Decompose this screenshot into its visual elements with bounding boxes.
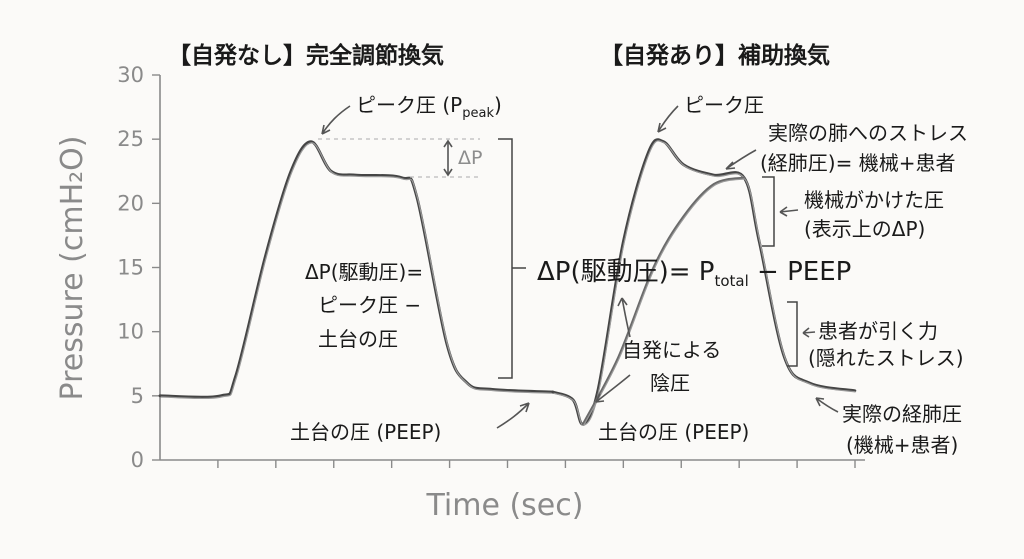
y-tick-label: 25 — [117, 127, 144, 151]
left-dp-line3: 土台の圧 — [318, 327, 398, 351]
left-peak-arrow — [321, 105, 351, 135]
drive-pressure-formula: ΔP(駆動圧)= Ptotal − PEEP — [537, 257, 851, 290]
right-peep-label: 土台の圧 (PEEP) — [598, 420, 749, 444]
stress-arrow — [725, 149, 757, 170]
patient-label-line1: 患者が引く力 — [818, 319, 938, 343]
right-peak-label: ピーク圧 — [684, 93, 764, 117]
transpulmonary-arrow — [815, 397, 839, 413]
left-peak-label: ピーク圧 (Ppeak) — [356, 93, 502, 121]
pressure-curves — [158, 138, 857, 426]
delta-p-small-label: ΔP — [458, 147, 482, 169]
patient-arrow — [802, 327, 816, 338]
left-peep-label: 土台の圧 (PEEP) — [290, 420, 441, 444]
y-tick-label: 5 — [131, 384, 144, 408]
machine-label-line2: (表示上のΔP) — [804, 217, 925, 241]
spontaneous-arrow-up — [617, 297, 631, 338]
left-dp-line1: ΔP(駆動圧)= — [305, 260, 423, 284]
left-peep-arrow — [496, 402, 530, 429]
y-tick-label: 20 — [117, 191, 144, 215]
y-tick-label: 10 — [117, 320, 144, 344]
y-tick-label: 0 — [131, 448, 144, 472]
left-drive-pressure-bracket — [498, 138, 513, 379]
y-ticks: 0 5 10 15 20 25 30 — [117, 63, 160, 472]
machine-pressure-curve — [581, 176, 746, 426]
y-tick-label: 30 — [117, 63, 144, 87]
spontaneous-label-line2: 陰圧 — [650, 371, 690, 395]
left-panel-title: 【自発なし】完全調節換気 — [168, 42, 444, 69]
stress-label-line1: 実際の肺へのストレス — [768, 121, 968, 145]
machine-pressure-curve-shadow — [583, 178, 746, 426]
right-panel-title: 【自発あり】補助換気 — [600, 42, 830, 69]
x-axis-title: Time (sec) — [426, 488, 584, 523]
y-tick-label: 15 — [117, 256, 144, 280]
patient-effort-bracket — [787, 301, 798, 367]
transpulmonary-label-line2: (機械+患者) — [846, 433, 958, 457]
controlled-ventilation-curve-shadow — [160, 142, 554, 400]
left-dp-line2: ピーク圧 − — [318, 293, 421, 317]
delta-p-small-arrowheads — [443, 139, 453, 177]
x-ticks — [217, 460, 856, 468]
spontaneous-arrow-down — [595, 374, 631, 403]
machine-arrow — [779, 206, 799, 217]
right-peak-arrow — [657, 105, 679, 133]
assisted-ventilation-curve-shadow — [553, 140, 856, 426]
transpulmonary-label-line1: 実際の経肺圧 — [842, 402, 962, 426]
patient-label-line2: (隠れたストレス) — [808, 346, 964, 370]
machine-pressure-bracket — [762, 176, 775, 247]
stress-label-line2: (経肺圧)= 機械+患者 — [760, 151, 955, 175]
spontaneous-label-line1: 自発による — [622, 338, 721, 362]
y-axis-title: Pressure (cmH₂O) — [55, 136, 90, 401]
machine-label-line1: 機械がかけた圧 — [804, 188, 944, 212]
